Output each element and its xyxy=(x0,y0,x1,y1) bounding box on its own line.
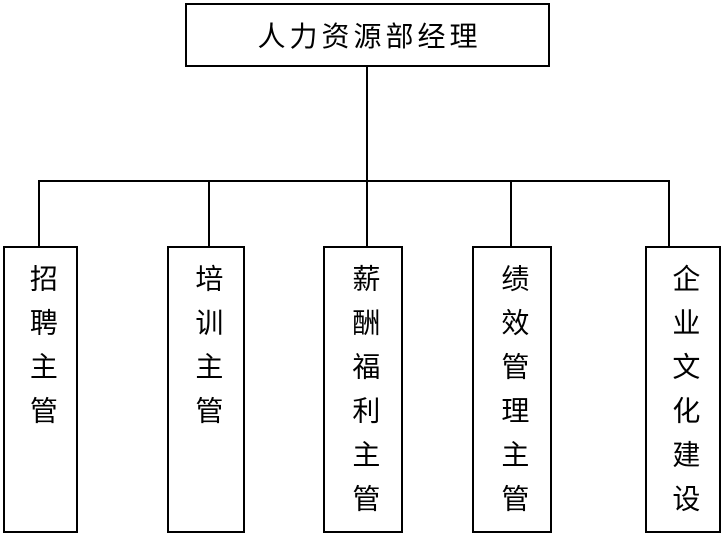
org-node-performance-management: 绩效管理主管 xyxy=(472,246,552,533)
connector-drop-2 xyxy=(208,180,210,246)
connector-horizontal xyxy=(38,180,670,182)
connector-drop-5 xyxy=(668,180,670,246)
org-node-training: 培训主管 xyxy=(167,246,245,533)
org-node-recruitment-label: 招聘主管 xyxy=(25,264,57,440)
connector-drop-3 xyxy=(366,180,368,246)
org-node-performance-management-label: 绩效管理主管 xyxy=(497,264,529,528)
org-node-root: 人力资源部经理 xyxy=(185,3,550,67)
org-node-recruitment: 招聘主管 xyxy=(3,246,78,533)
connector-stem xyxy=(366,67,368,181)
org-node-corporate-culture: 企业文化建设 xyxy=(645,246,721,533)
org-node-compensation-benefits-label: 薪酬福利主管 xyxy=(348,264,380,528)
org-node-root-label: 人力资源部经理 xyxy=(257,22,482,53)
connector-drop-4 xyxy=(510,180,512,246)
org-node-training-label: 培训主管 xyxy=(191,264,223,440)
org-node-corporate-culture-label: 企业文化建设 xyxy=(668,264,700,528)
connector-drop-1 xyxy=(38,180,40,246)
org-node-compensation-benefits: 薪酬福利主管 xyxy=(323,246,403,533)
